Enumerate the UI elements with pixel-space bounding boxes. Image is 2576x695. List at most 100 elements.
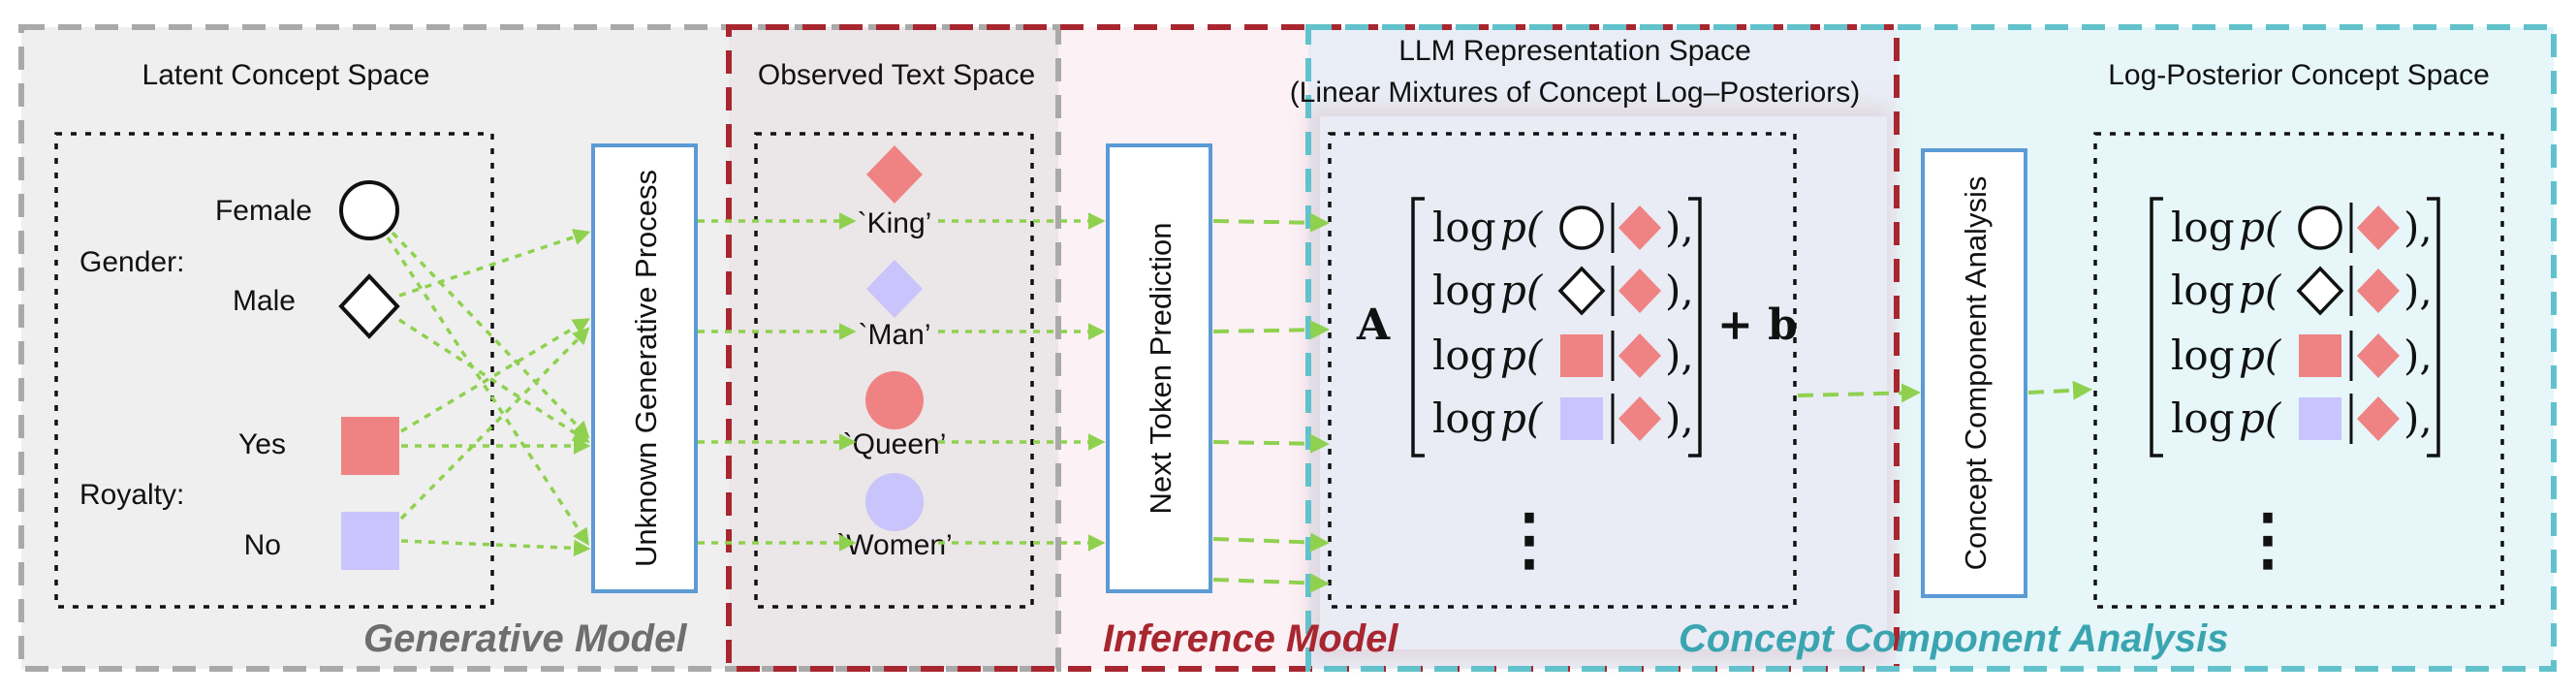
diamond-red-icon <box>1618 333 1661 378</box>
diamond-red-icon <box>1618 269 1661 313</box>
observed-text-title: Observed Text Space <box>758 59 1035 91</box>
cca-process-box <box>1921 148 2027 598</box>
predict-to-llm-arrows <box>1212 212 1330 593</box>
llm-left-bracket <box>1411 197 1425 458</box>
diamond-icon <box>1557 266 1606 316</box>
arrow-no-to-bottom <box>400 539 591 557</box>
male-label: Male <box>233 285 296 317</box>
llm-close-text: ), <box>1665 204 1694 251</box>
llm-close-text: ), <box>1665 332 1694 379</box>
diamond-red-icon <box>2357 205 2400 250</box>
logpost-p-text: p( <box>2239 395 2282 442</box>
diamond-red-icon <box>2357 396 2400 441</box>
circle-icon <box>1559 205 1604 250</box>
llm-log-text: log <box>1432 267 1496 314</box>
llm-log-text: log <box>1432 204 1496 251</box>
cca-flow-arrows <box>1797 380 2092 403</box>
logpost-right-bracket <box>2427 197 2440 458</box>
logpost-p-text: p( <box>2239 332 2282 379</box>
token-man: `Man’ <box>858 319 930 351</box>
royalty-no-square-icon <box>341 512 399 570</box>
female-circle-icon <box>339 180 399 240</box>
llm-close-text: ), <box>1665 267 1694 314</box>
unknown-generative-process-box <box>591 143 698 593</box>
arrow-no-to-top <box>399 327 590 521</box>
llm-representation-box <box>1328 132 1797 609</box>
arrow-llm-to-cca <box>1797 383 1921 403</box>
next-token-prediction-label: Next Token Prediction <box>1144 223 1178 515</box>
gender-label: Gender: <box>79 246 184 278</box>
inference-model-label: Inference Model <box>1103 617 1398 660</box>
token-queen: `Queen’ <box>843 428 947 460</box>
royalty-yes-square-icon <box>341 417 399 475</box>
arrow-predict-to-llm-4 <box>1212 532 1330 553</box>
llm-log-text: log <box>1432 332 1496 379</box>
latent-to-process-arrows <box>386 229 591 557</box>
log-posterior-title: Log-Posterior Concept Space <box>2108 59 2490 91</box>
logpost-close-text: ), <box>2403 267 2433 314</box>
square-lavender-icon <box>2299 397 2341 440</box>
logpost-vertical-dots: ⋮ <box>2234 498 2302 579</box>
arrow-male-to-mid <box>398 318 590 443</box>
diamond-red-icon <box>1618 396 1661 441</box>
token-flow-arrows <box>698 212 1106 552</box>
diamond-red-icon <box>1618 205 1661 250</box>
square-red-icon <box>1560 334 1603 377</box>
arrow-yes-to-top <box>400 318 591 433</box>
llm-log-text: log <box>1432 395 1496 442</box>
llm-p-text: p( <box>1500 395 1544 442</box>
diamond-red-icon <box>2357 269 2400 313</box>
no-label: No <box>244 529 281 561</box>
arrow-predict-to-llm-3 <box>1212 433 1330 454</box>
observed-text-box <box>754 132 1034 609</box>
circle-icon <box>2298 205 2342 250</box>
arrow-female-to-no <box>386 237 589 546</box>
diamond-icon <box>2296 266 2344 316</box>
llm-title-line2: (Linear Mixtures of Concept Log–Posterio… <box>1290 77 1861 109</box>
llm-p-text: p( <box>1500 332 1544 379</box>
square-lavender-icon <box>1560 397 1603 440</box>
diamond-red-icon <box>2357 333 2400 378</box>
king-diamond-icon <box>866 145 923 204</box>
plus-b: + b <box>1717 300 1798 350</box>
logpost-close-text: ), <box>2403 332 2433 379</box>
logpost-p-text: p( <box>2239 204 2282 251</box>
logpost-log-text: log <box>2171 204 2235 251</box>
arrow-predict-to-llm-2 <box>1212 320 1330 340</box>
latent-concept-box <box>54 132 494 609</box>
llm-p-text: p( <box>1500 204 1544 251</box>
logpost-left-bracket <box>2150 197 2163 458</box>
llm-panel <box>1320 116 1887 649</box>
male-diamond-icon <box>338 273 400 339</box>
arrow-predict-to-llm-5 <box>1212 573 1330 593</box>
llm-vertical-dots: ⋮ <box>1495 498 1563 579</box>
cca-border <box>1305 24 2557 672</box>
token-king: `King’ <box>858 207 932 239</box>
arrow-male-to-top <box>398 229 591 298</box>
queen-circle-icon <box>865 371 924 429</box>
cca-process-label: Concept Component Analysis <box>1959 176 1993 571</box>
logpost-log-text: log <box>2171 395 2235 442</box>
square-red-icon <box>2299 334 2341 377</box>
matrix-A: A <box>1356 300 1391 350</box>
llm-title-line1: LLM Representation Space <box>1398 35 1751 67</box>
arrow-cca-to-logposterior <box>2027 380 2092 400</box>
next-token-prediction-box <box>1106 143 1212 593</box>
log-posterior-box <box>2093 132 2504 609</box>
female-label: Female <box>215 195 312 227</box>
llm-right-bracket <box>1688 197 1702 458</box>
logpost-p-text: p( <box>2239 267 2282 314</box>
arrow-predict-to-llm-1 <box>1212 212 1330 233</box>
logpost-log-text: log <box>2171 267 2235 314</box>
